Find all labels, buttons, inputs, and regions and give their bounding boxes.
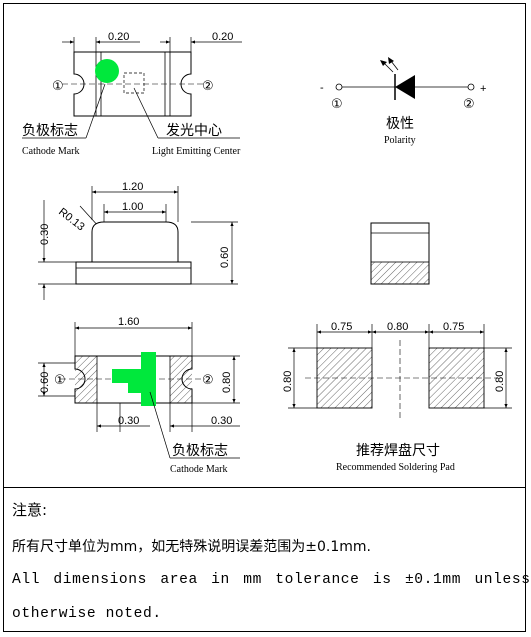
- polarity-pin2: ②: [463, 97, 475, 112]
- pad-label-en: Recommended Soldering Pad: [336, 462, 455, 473]
- top-dim-right: 0.20: [212, 31, 233, 43]
- pad-dim-right: 0.80: [494, 371, 506, 392]
- bottom-dim-right-080: 0.80: [221, 372, 233, 393]
- polarity-label-en: Polarity: [384, 135, 416, 146]
- polarity-pin1: ①: [331, 97, 343, 112]
- top-view: 0.20 0.20 ① ② 负极标志 Cathode Mark 发光中心 Lig…: [22, 31, 242, 157]
- side-dim-100: 1.00: [122, 201, 143, 213]
- bottom-pin2: ②: [202, 373, 214, 388]
- bottom-dim-030a: 0.30: [118, 415, 139, 427]
- pad-dim-left: 0.80: [282, 371, 294, 392]
- soldering-pad-view: 0.75 0.80 0.75 0.80 0.80 推荐焊盘尺寸 Recommen…: [282, 321, 512, 473]
- top-dim-left: 0.20: [108, 31, 129, 43]
- notes-line-en-1: All dimensions area in mm tolerance is ±…: [12, 572, 531, 588]
- top-emitting-cn: 发光中心: [166, 123, 222, 139]
- top-pin2: ②: [202, 79, 214, 94]
- top-cathode-cn: 负极标志: [22, 123, 78, 139]
- top-cathode-en: Cathode Mark: [22, 146, 80, 157]
- polarity-plus: +: [480, 83, 486, 95]
- side-view: 1.20 1.00 R0.13 0.30 0.60: [38, 181, 238, 300]
- top-pin1: ①: [52, 79, 64, 94]
- bottom-dim-160: 1.60: [118, 316, 139, 328]
- pad-dim-a: 0.75: [331, 321, 352, 333]
- side-dim-060: 0.60: [219, 247, 231, 268]
- polarity-label-cn: 极性: [386, 116, 414, 132]
- polarity-symbol: - + ① ② 极性 Polarity: [320, 57, 486, 146]
- drawing-frame: [3, 3, 526, 632]
- bottom-dim-030b: 0.30: [211, 415, 232, 427]
- side-dim-120: 1.20: [122, 181, 143, 193]
- top-emitting-en: Light Emitting Center: [152, 146, 241, 157]
- pad-dim-c: 0.75: [443, 321, 464, 333]
- notes-line-en-2: otherwise noted.: [12, 606, 162, 622]
- side-dim-030: 0.30: [39, 224, 51, 245]
- bottom-view: 1.60 ① ② 0.60 0.80 0.30 0: [38, 316, 240, 475]
- solder-pad-right: [428, 347, 485, 409]
- pad-dim-b: 0.80: [387, 321, 408, 333]
- notes-divider: [3, 487, 526, 488]
- bottom-cathode-cn: 负极标志: [172, 443, 228, 459]
- end-view: [370, 222, 430, 285]
- notes-line-cn: 所有尺寸单位为mm，如无特殊说明误差范围为±0.1mm.: [12, 539, 371, 555]
- polarity-minus: -: [320, 82, 324, 94]
- cathode-mark-dot: [95, 59, 119, 83]
- notes-title: 注意:: [12, 501, 48, 519]
- pad-label-cn: 推荐焊盘尺寸: [356, 442, 440, 459]
- bottom-cathode-en: Cathode Mark: [170, 464, 228, 475]
- side-radius: R0.13: [56, 206, 87, 234]
- bottom-dim-left-060: 0.60: [39, 372, 51, 393]
- bottom-pin1: ①: [54, 373, 66, 388]
- cathode-mark-t: [112, 352, 156, 406]
